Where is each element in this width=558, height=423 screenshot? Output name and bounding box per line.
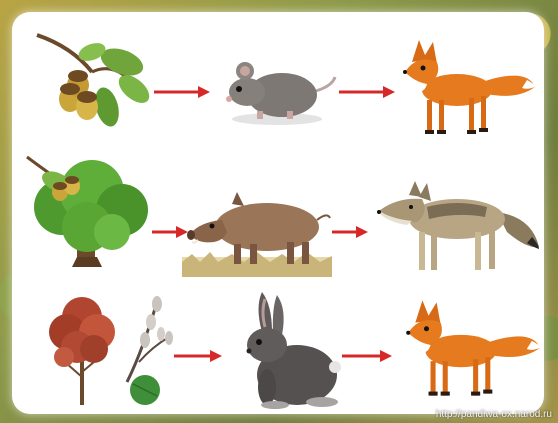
fox-icon [387,32,537,142]
oak-tree-icon [22,152,157,272]
arrow-right-icon [152,84,212,100]
mouse-icon [217,47,337,127]
wild-boar-icon [182,182,332,277]
fox-icon [390,292,542,404]
arrow-right-icon [330,224,370,240]
arrow-right-icon [340,348,395,364]
willow-branch-icon [117,292,177,407]
wolf-icon [367,177,542,277]
oak-branch-acorns-icon [32,27,152,137]
hare-icon [227,287,342,412]
watermark-text: http://pandiwa-ox.narod.ru [436,409,552,420]
food-chain-row-1 [12,22,544,142]
food-chain-row-2 [12,152,544,277]
food-chain-panel [12,12,544,414]
food-chain-row-3 [12,282,544,414]
arrow-right-icon [172,348,224,364]
tree-icon [42,287,122,407]
